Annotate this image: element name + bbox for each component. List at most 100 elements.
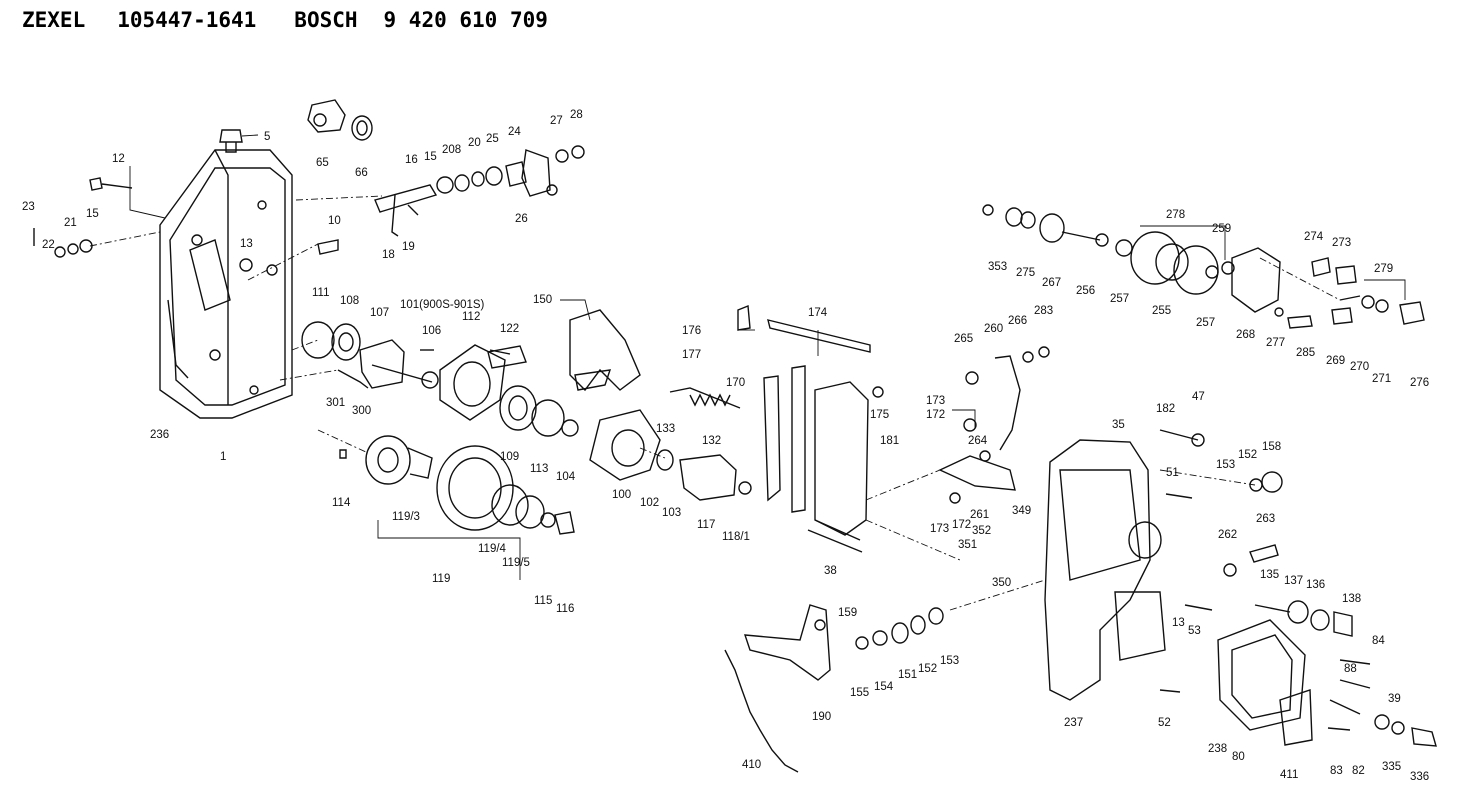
label-273: 273 <box>1332 237 1351 249</box>
label-24: 24 <box>508 126 521 138</box>
maker-zexel: ZEXEL <box>22 8 86 32</box>
label-107: 107 <box>370 307 389 319</box>
label-108: 108 <box>340 295 359 307</box>
label-84: 84 <box>1372 635 1385 647</box>
label-275: 275 <box>1016 267 1035 279</box>
governor-cover <box>1044 429 1353 701</box>
drawing-header: ZEXEL 105447-1641 BOSCH 9 420 610 709 <box>22 8 548 38</box>
lever-shaft-assembly <box>307 99 585 237</box>
label-51: 51 <box>1166 467 1179 479</box>
label-15-left: 15 <box>86 208 99 220</box>
label-102: 102 <box>640 497 659 509</box>
label-274: 274 <box>1304 231 1324 243</box>
label-113: 113 <box>530 463 548 475</box>
label-12: 12 <box>112 153 125 165</box>
label-118-1: 118/1 <box>722 531 750 543</box>
label-25: 25 <box>486 133 499 145</box>
label-35: 35 <box>1112 419 1125 431</box>
label-268: 268 <box>1236 329 1255 341</box>
label-236: 236 <box>150 429 169 441</box>
label-285: 285 <box>1296 347 1315 359</box>
label-150: 150 <box>533 294 552 306</box>
label-177: 177 <box>682 349 701 361</box>
label-172-bottom: 172 <box>952 519 971 531</box>
label-152-bottom: 152 <box>918 663 937 675</box>
label-152-right: 152 <box>1238 449 1257 461</box>
label-109: 109 <box>500 451 519 463</box>
label-349: 349 <box>1012 505 1031 517</box>
label-182: 182 <box>1156 403 1175 415</box>
label-88: 88 <box>1344 663 1357 675</box>
label-173-bottom: 173 <box>930 523 949 535</box>
label-112: 112 <box>462 311 480 323</box>
label-52: 52 <box>1158 717 1171 729</box>
label-132: 132 <box>702 435 721 447</box>
label-267: 267 <box>1042 277 1061 289</box>
flyweight-governor <box>569 309 752 501</box>
label-351: 351 <box>958 539 977 551</box>
label-277: 277 <box>1266 337 1285 349</box>
label-5: 5 <box>264 131 270 143</box>
label-154: 154 <box>874 681 894 693</box>
label-39: 39 <box>1388 693 1401 705</box>
label-170: 170 <box>726 377 745 389</box>
label-53: 53 <box>1188 625 1201 637</box>
label-176: 176 <box>682 325 701 337</box>
label-26: 26 <box>515 213 528 225</box>
label-18: 18 <box>382 249 395 261</box>
label-82: 82 <box>1352 765 1365 777</box>
label-271: 271 <box>1372 373 1391 385</box>
label-262: 262 <box>1218 529 1237 541</box>
label-270: 270 <box>1350 361 1369 373</box>
drive-gear <box>365 435 575 535</box>
label-350: 350 <box>992 577 1011 589</box>
label-335: 335 <box>1382 761 1401 773</box>
label-111: 111 <box>312 287 329 299</box>
label-15-top: 15 <box>424 151 437 163</box>
cover-plate <box>1217 619 1437 747</box>
label-172-top: 172 <box>926 409 945 421</box>
label-23: 23 <box>22 201 35 213</box>
label-13-right: 13 <box>1172 617 1185 629</box>
label-174: 174 <box>808 307 828 319</box>
control-linkage <box>737 305 884 553</box>
label-135: 135 <box>1260 569 1279 581</box>
label-119-4: 119/4 <box>478 543 507 555</box>
label-16: 16 <box>405 154 418 166</box>
label-117: 117 <box>697 519 715 531</box>
label-260: 260 <box>984 323 1003 335</box>
label-410: 410 <box>742 759 761 771</box>
zexel-part-number: 105447-1641 <box>117 8 257 32</box>
label-300: 300 <box>352 405 371 417</box>
label-181: 181 <box>880 435 899 447</box>
label-119-3: 119/3 <box>392 511 420 523</box>
label-278: 278 <box>1166 209 1185 221</box>
small-parts-centre <box>337 349 511 459</box>
label-103: 103 <box>662 507 681 519</box>
bolt-12 <box>89 177 133 191</box>
label-28: 28 <box>570 109 583 121</box>
small-fasteners-left <box>33 228 339 272</box>
label-266: 266 <box>1008 315 1027 327</box>
label-122: 122 <box>500 323 519 335</box>
label-158: 158 <box>1262 441 1281 453</box>
label-238: 238 <box>1208 743 1227 755</box>
label-153-right: 153 <box>1216 459 1235 471</box>
label-283: 283 <box>1034 305 1053 317</box>
label-411: 411 <box>1280 769 1298 781</box>
stop-lever <box>724 604 944 773</box>
label-13-left: 13 <box>240 238 253 250</box>
label-1: 1 <box>220 451 226 463</box>
label-259: 259 <box>1212 223 1231 235</box>
leader-lines <box>129 134 1406 580</box>
label-265: 265 <box>954 333 973 345</box>
label-208: 208 <box>442 144 461 156</box>
assembly-centre-lines <box>89 195 1341 611</box>
label-159: 159 <box>838 607 857 619</box>
maker-bosch: BOSCH <box>294 8 358 32</box>
label-190: 190 <box>812 711 831 723</box>
label-263: 263 <box>1256 513 1275 525</box>
label-153-bottom: 153 <box>940 655 959 667</box>
label-19: 19 <box>402 241 415 253</box>
label-21: 21 <box>64 217 77 229</box>
